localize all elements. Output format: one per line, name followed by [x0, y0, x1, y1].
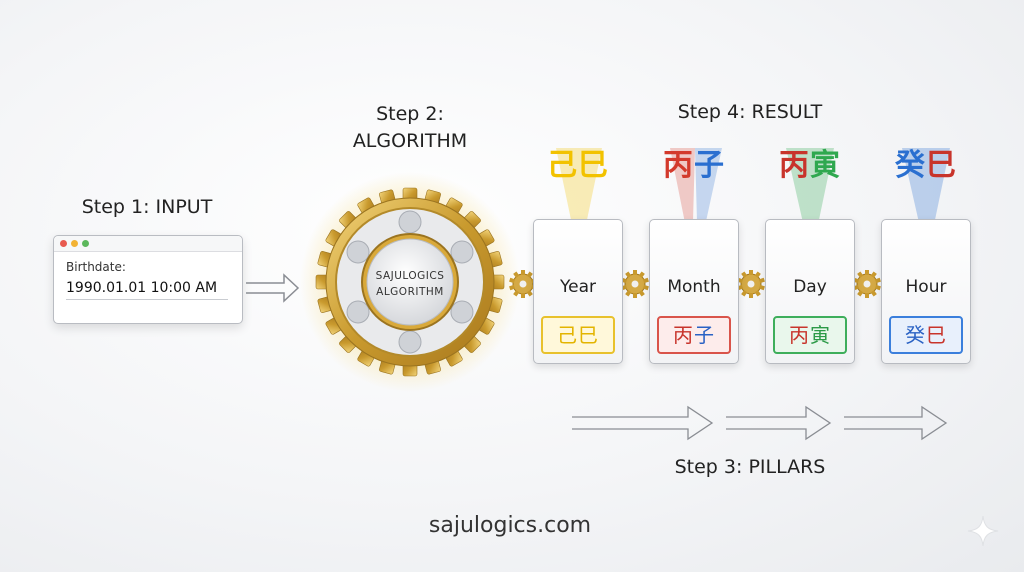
pillar-name: Year: [560, 277, 596, 297]
pillar-card-year: Year 己巳: [533, 219, 623, 364]
inner-cog: [450, 240, 474, 264]
pillar-char: 癸: [905, 323, 926, 347]
pillar-card-day: Day 丙寅: [765, 219, 855, 364]
year-top-chars: 己巳: [523, 140, 633, 184]
pillar-char: 己: [557, 323, 578, 347]
year-top-text: 己巳: [547, 148, 609, 183]
birthdate-input-window: Birthdate: 1990.01.01 10:00 AM: [53, 235, 243, 324]
hour-top-text: 癸巳: [895, 148, 957, 183]
pillar-char: 癸: [895, 148, 926, 183]
pillar-char: 巳: [578, 323, 599, 347]
window-titlebar: [54, 236, 242, 252]
birthdate-label: Birthdate:: [66, 260, 126, 274]
arrow-right-icon: [844, 405, 948, 441]
birthdate-field[interactable]: 1990.01.01 10:00 AM: [66, 280, 218, 296]
pillar-name: Month: [667, 277, 721, 297]
inner-cog: [450, 300, 474, 324]
step2-label: Step 2: ALGORITHM: [330, 101, 490, 155]
pillar-char: 丙: [789, 323, 810, 347]
pillar-char: 寅: [810, 148, 841, 183]
minimize-dot-icon: [71, 240, 78, 247]
day-top-text: 丙寅: [779, 148, 841, 183]
pillar-name: Day: [793, 277, 827, 297]
inner-cog: [346, 240, 370, 264]
pillar-char: 子: [694, 148, 725, 183]
inner-cog: [398, 330, 422, 354]
inner-cog: [346, 300, 370, 324]
close-dot-icon: [60, 240, 67, 247]
inner-cog: [398, 210, 422, 234]
pillar-char: 丙: [673, 323, 694, 347]
arrow-right-icon: [246, 273, 300, 303]
cog-icon: [737, 270, 765, 298]
pillar-char: 巳: [926, 323, 947, 347]
pillar-chip: 丙子: [657, 316, 731, 354]
algorithm-core-line1: SAJULOGICS: [375, 270, 445, 282]
pillar-chip: 癸巳: [889, 316, 963, 354]
pillar-char: 丙: [779, 148, 810, 183]
pillar-char: 丙: [663, 148, 694, 183]
maximize-dot-icon: [82, 240, 89, 247]
step4-label: Step 4: RESULT: [677, 101, 823, 123]
field-underline: [66, 299, 228, 300]
pillar-char: 子: [694, 323, 715, 347]
pillar-card-month: Month 丙子: [649, 219, 739, 364]
pillar-card-hour: Hour 癸巳: [881, 219, 971, 364]
month-top-chars: 丙子: [639, 140, 749, 184]
step3-label: Step 3: PILLARS: [674, 456, 826, 478]
hour-top-chars: 癸巳: [871, 140, 981, 184]
algorithm-gear-icon: [300, 172, 520, 392]
step1-label: Step 1: INPUT: [81, 196, 213, 218]
algorithm-core-label: SAJULOGICS ALGORITHM: [357, 268, 463, 300]
beam-hour-icon: [902, 148, 950, 258]
pillar-name: Hour: [905, 277, 947, 297]
arrow-right-icon: [726, 405, 832, 441]
month-top-text: 丙子: [663, 148, 725, 183]
pillar-chip: 己巳: [541, 316, 615, 354]
cog-icon: [853, 270, 881, 298]
footer-url[interactable]: sajulogics.com: [428, 513, 592, 538]
pillar-char: 寅: [810, 323, 831, 347]
day-top-chars: 丙寅: [755, 140, 865, 184]
sparkle-icon: [967, 515, 999, 547]
arrow-right-icon: [572, 405, 714, 441]
cog-icon: [621, 270, 649, 298]
beam-day-icon: [786, 148, 834, 258]
algorithm-core-line2: ALGORITHM: [376, 286, 444, 298]
pillar-char: 巳: [926, 148, 957, 183]
beam-year-icon: [556, 148, 602, 258]
pillar-chip: 丙寅: [773, 316, 847, 354]
step2-label-line1: Step 2:: [376, 103, 444, 125]
step2-label-line2: ALGORITHM: [352, 130, 468, 152]
